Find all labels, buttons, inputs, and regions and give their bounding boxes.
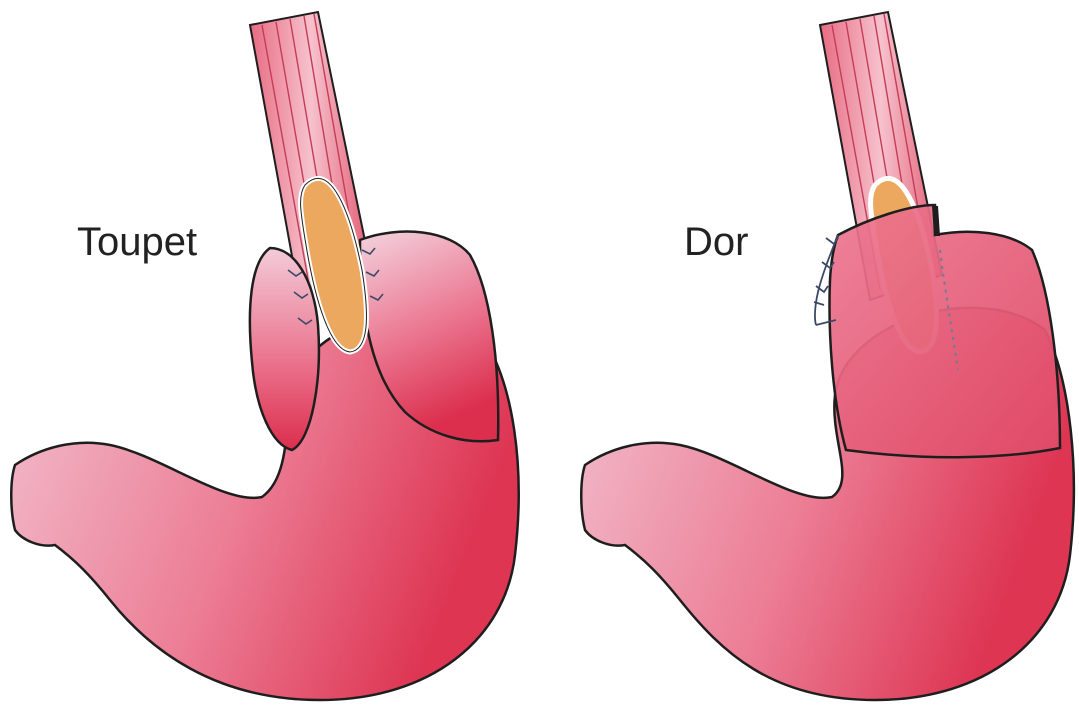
dor-label: Dor	[684, 222, 748, 262]
dor-illustration	[540, 0, 1079, 710]
anterior-wrap-flap	[830, 205, 1060, 457]
toupet-label: Toupet	[77, 222, 197, 262]
dor-panel: Dor	[540, 0, 1079, 710]
toupet-panel: Toupet	[0, 0, 540, 710]
toupet-illustration	[0, 0, 540, 710]
